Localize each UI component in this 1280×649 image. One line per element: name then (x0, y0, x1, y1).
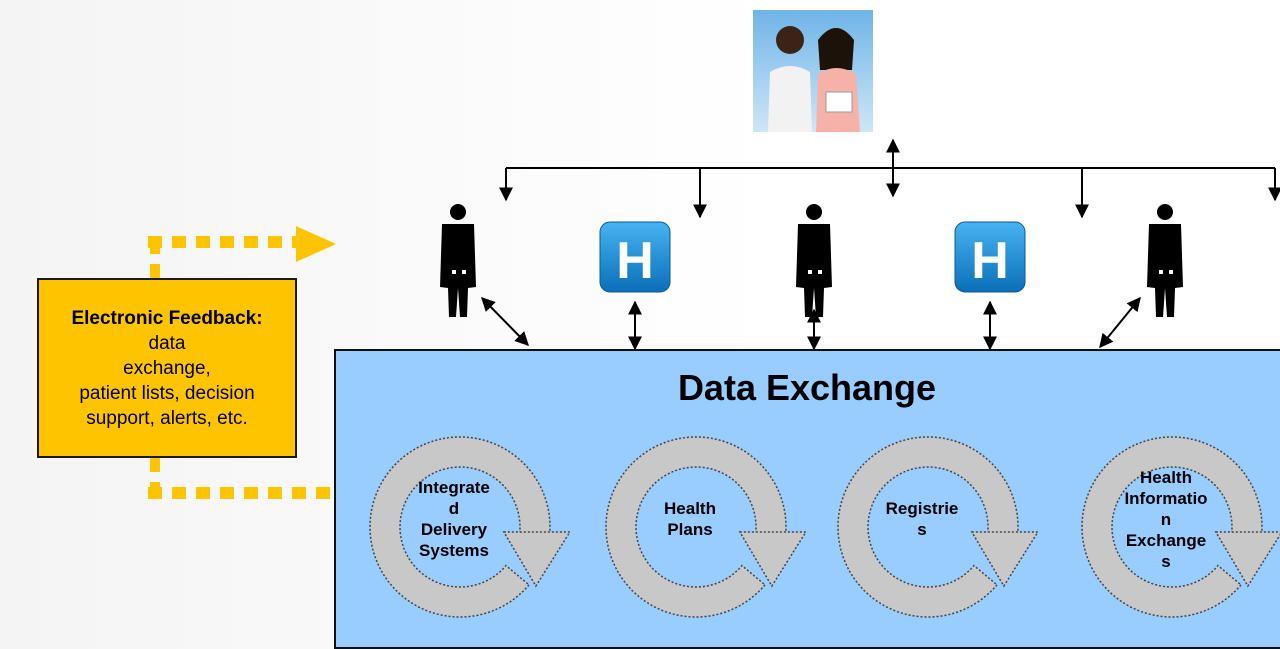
feedback-dotted-arrow (148, 226, 336, 499)
connection-arrows (481, 296, 1141, 351)
feedback-title: Electronic Feedback: (71, 307, 263, 329)
diagram-canvas: H H (148, 10, 1280, 522)
cycle-label-line: Health (1140, 467, 1192, 487)
hospital-h-icon: H (599, 221, 671, 293)
cycle-arrow (369, 436, 572, 618)
distribution-arrows (499, 138, 1280, 219)
patient-couple-icon (753, 10, 873, 132)
cycle-arrow (605, 436, 808, 618)
doctor-silhouette-icon (440, 204, 476, 317)
cycle-arrow (1081, 436, 1280, 618)
hospital-h-icon: H (954, 221, 1026, 293)
cycle-label-line: Registrie (885, 499, 959, 518)
cycle-label-line: n (1160, 509, 1172, 529)
electronic-feedback-box: Electronic Feedback: data exchange, pati… (37, 278, 297, 458)
doctor-silhouette-icon (1147, 204, 1183, 317)
hospital-letter: H (971, 232, 1009, 290)
cycle-label-line: Integrate (418, 478, 490, 497)
doctor-silhouette-icon (796, 204, 832, 317)
cycle-label-line: Informatio (1124, 488, 1208, 508)
cycle-arrow (837, 436, 1040, 618)
cycle-label-line: Systems (419, 541, 489, 560)
feedback-line: data (148, 332, 186, 354)
feedback-line: exchange, (123, 357, 211, 379)
cycle-label-line: d (448, 499, 460, 518)
feedback-line: support, alerts, etc. (86, 407, 248, 429)
cycle-label-line: s (917, 520, 927, 539)
cycles-layer (369, 436, 1280, 618)
feedback-line: patient lists, decision (79, 382, 255, 404)
cycle-label: Registrie s (878, 498, 966, 540)
cycle-label-line: Health (664, 499, 716, 518)
hospital-letter: H (616, 232, 654, 290)
cycle-label-line: Delivery (420, 520, 488, 539)
cycle-label-line: s (1161, 551, 1171, 571)
data-exchange-title: Data Exchange (677, 367, 937, 408)
cycle-label-line: Plans (667, 520, 713, 539)
cycle-label-line: Exchange (1125, 530, 1207, 550)
